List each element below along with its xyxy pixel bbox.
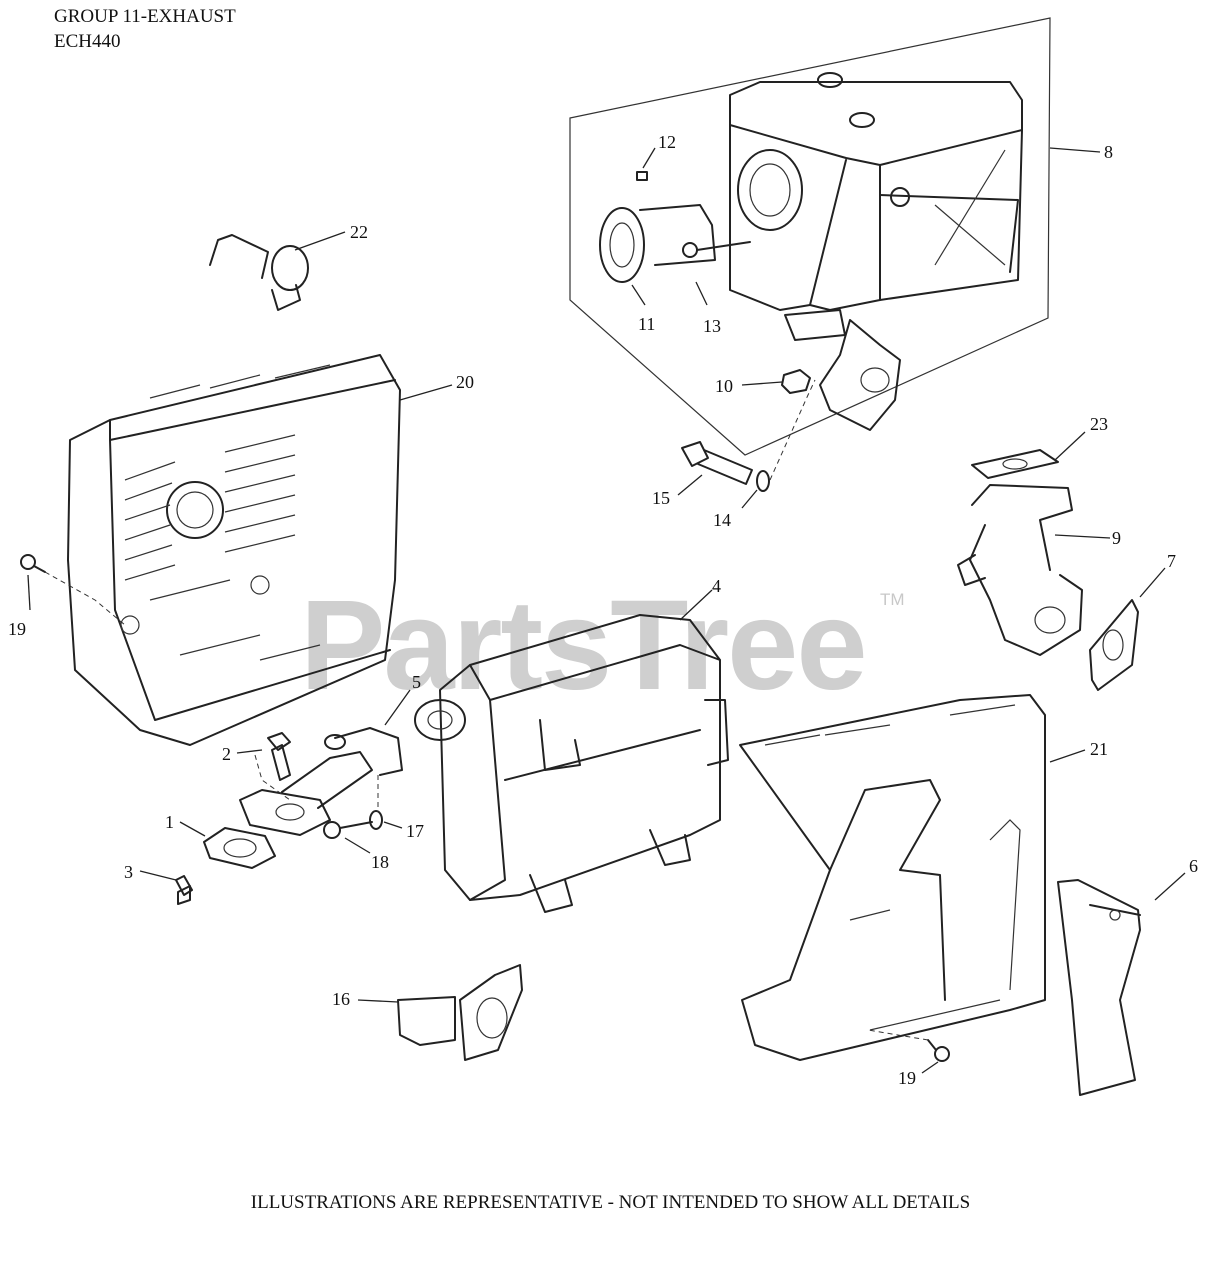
part-1-gasket (203, 827, 276, 869)
callout-4: 4 (712, 576, 721, 596)
part-5-exhaust-pipe (239, 727, 403, 836)
part-11-tailpipe (599, 204, 716, 283)
part-18-bolt (323, 821, 373, 839)
model-number: ECH440 (54, 31, 121, 52)
callout-5: 5 (412, 672, 421, 692)
leader-lines (27, 147, 1186, 1074)
callout-15: 15 (652, 488, 670, 508)
part-10-nut (781, 369, 811, 394)
part-16-gasket (397, 964, 523, 1061)
callout-2: 2 (222, 744, 231, 764)
assembly-outline (569, 17, 1051, 456)
callout-16: 16 (332, 989, 350, 1009)
diagram-title: GROUP 11-EXHAUST (54, 6, 236, 27)
callout-3: 3 (124, 862, 133, 882)
part-23-gasket (971, 449, 1059, 479)
callout-8: 8 (1104, 142, 1113, 162)
callout-1: 1 (165, 812, 174, 832)
callout-10: 10 (715, 376, 733, 396)
callout-11: 11 (638, 314, 655, 334)
callout-18: 18 (371, 852, 389, 872)
callout-20: 20 (456, 372, 474, 392)
part-6-bracket (1057, 879, 1141, 1096)
part-22-bracket (209, 234, 309, 311)
disclaimer-note: ILLUSTRATIONS ARE REPRESENTATIVE - NOT I… (250, 1192, 971, 1213)
part-15-bolt (681, 441, 753, 485)
callout-7: 7 (1167, 551, 1176, 571)
part-7-gasket (1089, 599, 1139, 691)
part-19-bolt-left (20, 554, 46, 573)
watermark: PartsTree (300, 574, 867, 717)
watermark-trademark: TM (880, 590, 905, 609)
part-4-muffler (414, 614, 729, 913)
part-2-bolt (267, 732, 291, 781)
part-8-muffler-assembly (729, 72, 1023, 431)
part-14-washer (756, 470, 770, 492)
callout-13: 13 (703, 316, 721, 336)
part-3-stud (175, 875, 193, 905)
part-9-exhaust-elbow (957, 484, 1083, 656)
part-21-heat-shield (739, 694, 1046, 1061)
callout-19-right: 19 (898, 1068, 916, 1088)
part-20-heat-shield (67, 354, 401, 746)
part-19-bolt-right (927, 1039, 950, 1062)
part-17-washer (369, 810, 383, 830)
callout-14: 14 (713, 510, 731, 530)
part-13-bolt (682, 241, 751, 258)
callout-6: 6 (1189, 856, 1198, 876)
callout-17: 17 (406, 821, 424, 841)
callout-19-left: 19 (8, 619, 26, 639)
callout-12: 12 (658, 132, 676, 152)
part-12-screw (636, 171, 648, 181)
callout-21: 21 (1090, 739, 1108, 759)
callout-23: 23 (1090, 414, 1108, 434)
callout-9: 9 (1112, 528, 1121, 548)
callout-22: 22 (350, 222, 368, 242)
